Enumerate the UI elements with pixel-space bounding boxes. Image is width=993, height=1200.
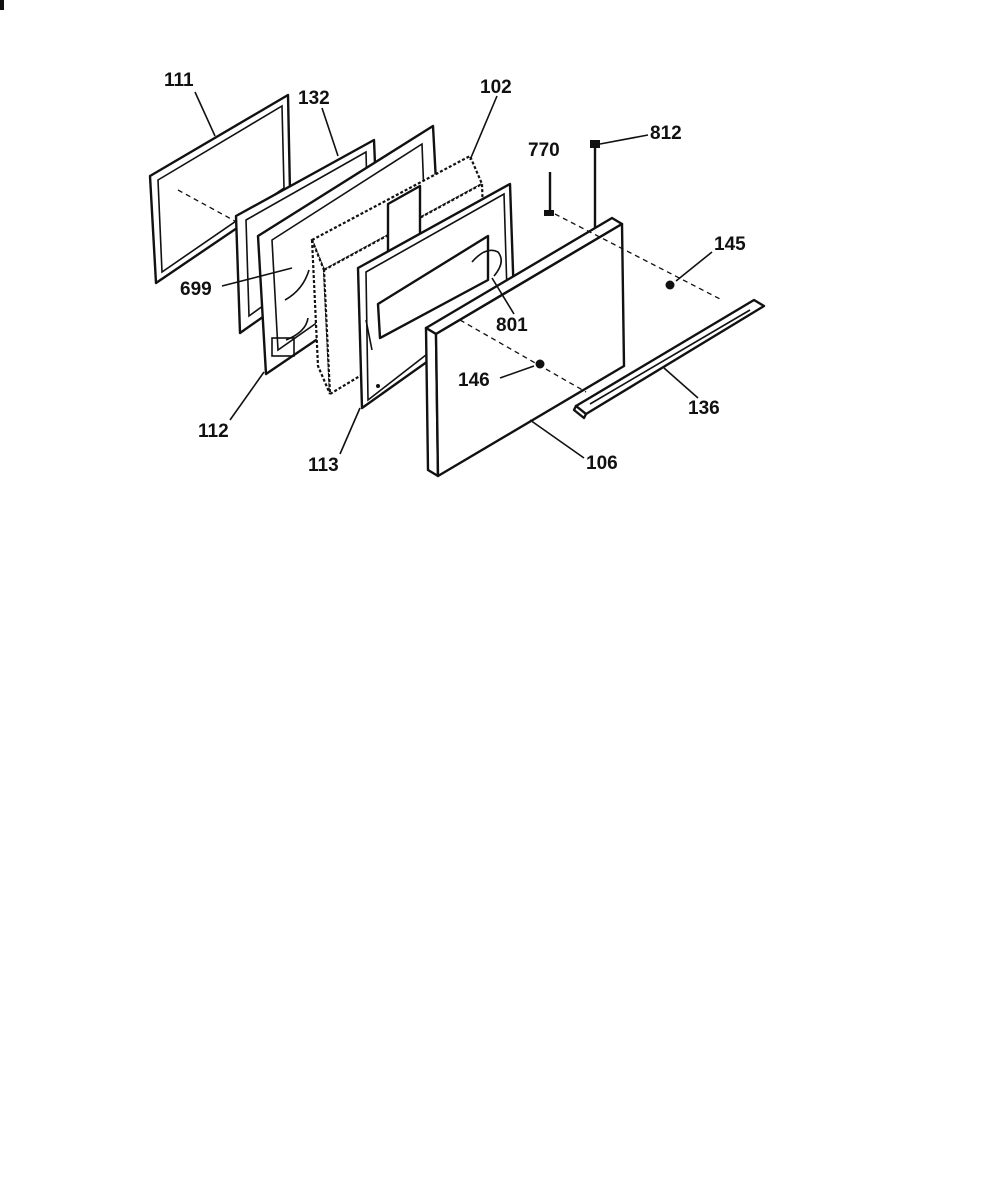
callout-145: 145 [714,234,746,255]
part-113-door-panel [356,182,516,410]
callout-112: 112 [198,421,229,442]
corner-mark [0,0,4,10]
leader-lines [194,91,713,459]
callout-801: 801 [496,315,528,336]
callout-699: 699 [180,279,212,300]
part-812-screw [590,140,600,228]
part-136-door-handle [572,298,766,420]
part-801-vent [471,249,502,277]
callout-102: 102 [480,77,512,98]
part-770-screw [544,172,554,216]
part-106-outer-panel [424,216,626,478]
callout-labels: 111 132 102 770 812 145 699 801 146 136 … [164,70,746,476]
callout-770: 770 [528,140,560,161]
callout-113: 113 [308,455,339,476]
callout-111: 111 [164,70,194,91]
part-145-spacer [665,280,675,290]
part-146-spacer [535,359,545,369]
callout-146: 146 [458,370,490,391]
callout-132: 132 [298,88,330,109]
callout-136: 136 [688,398,720,419]
assembly-alignment-lines [459,213,723,393]
callout-106: 106 [586,453,618,474]
callout-812: 812 [650,123,682,144]
